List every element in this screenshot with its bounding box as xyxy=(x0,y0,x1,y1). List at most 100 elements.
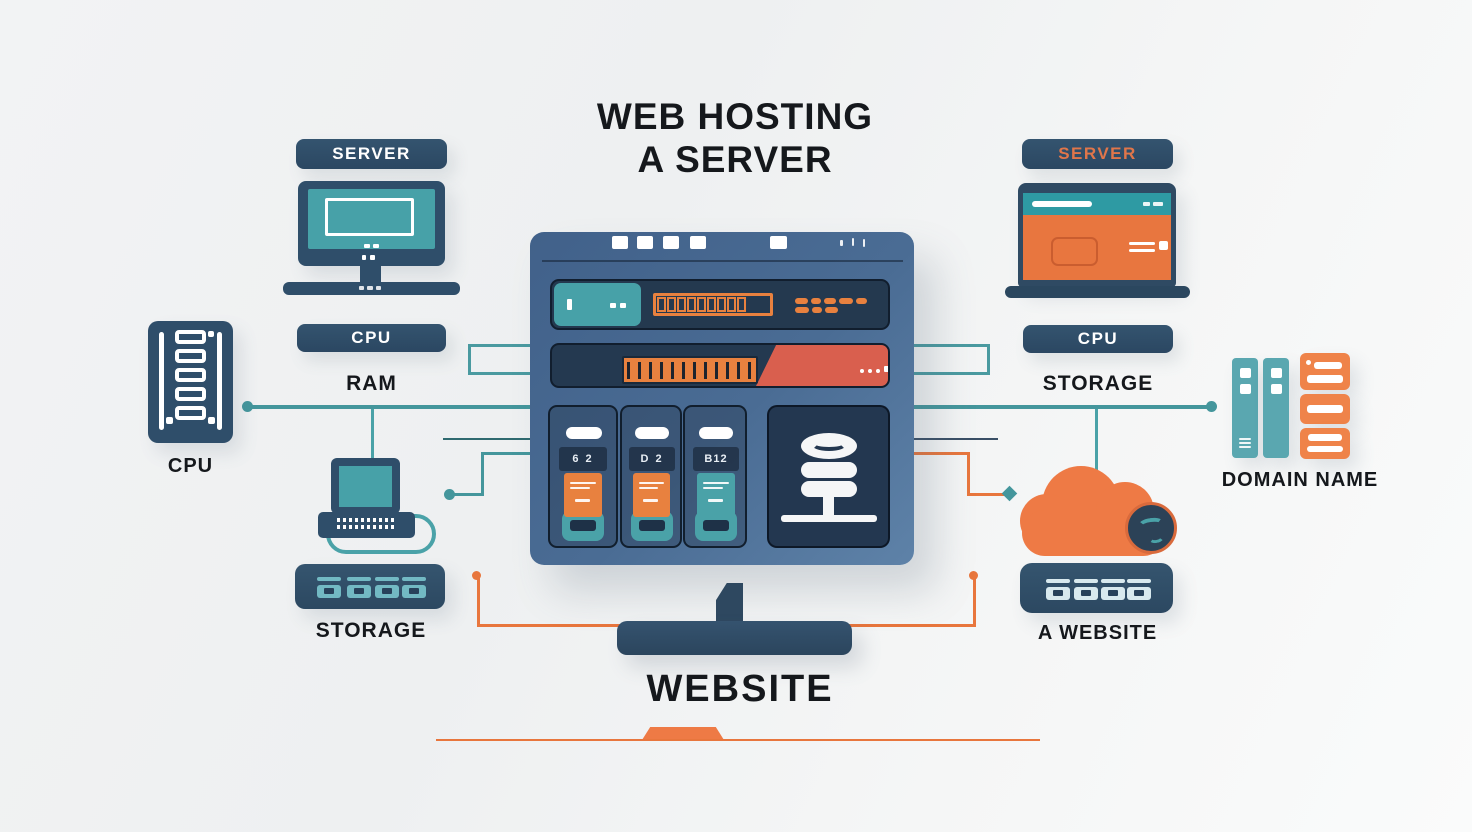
teal-panel-mark xyxy=(567,299,572,310)
drive-slot xyxy=(1081,590,1091,596)
chassis-serial-mark xyxy=(863,239,865,247)
orange-bus-right-dot xyxy=(969,571,978,580)
laptop-deck xyxy=(318,512,415,538)
storage-label-right: STORAGE xyxy=(1042,372,1154,395)
tower-led xyxy=(1240,368,1251,378)
database-panel xyxy=(767,405,890,548)
pin xyxy=(825,306,838,313)
tower-vents xyxy=(1239,446,1251,448)
connector-elbow-right-h1 xyxy=(908,452,970,455)
monitor-icon xyxy=(283,181,463,296)
monitor-screen-mark xyxy=(364,244,370,248)
monitor-frame xyxy=(298,181,445,266)
ram-label: RAM xyxy=(346,372,397,395)
ram-cell xyxy=(657,297,666,312)
connector-bracket-left xyxy=(468,344,538,375)
rack-dot xyxy=(208,417,215,424)
drive-bar xyxy=(317,577,341,581)
chassis-vent xyxy=(612,236,628,249)
red-block-dot xyxy=(868,369,872,373)
pin xyxy=(839,297,853,304)
cloud-icon xyxy=(1020,466,1177,561)
tower-vents xyxy=(1239,438,1251,440)
a-website-label: A WEBSITE xyxy=(1037,622,1158,644)
connector-elbow-left-v xyxy=(481,452,484,496)
teal-panel-mark xyxy=(610,303,616,308)
stack-unit xyxy=(1300,428,1350,459)
module-body-line xyxy=(575,499,590,502)
server-stack-icon xyxy=(1300,353,1350,459)
module-glyph-plate xyxy=(559,447,607,471)
drive-module: 6 2 xyxy=(548,405,618,548)
module-handle xyxy=(699,427,733,439)
drive-bar xyxy=(1127,579,1151,583)
drive-module: B12 xyxy=(683,405,747,548)
db-stand-stem xyxy=(823,497,834,516)
rack-slot xyxy=(175,387,206,401)
module-glyph-plate xyxy=(629,447,675,471)
db-disc-top-arc xyxy=(811,437,847,451)
db-disc-band xyxy=(801,481,857,497)
module-body-line xyxy=(708,499,723,502)
ram-cell xyxy=(727,297,736,312)
ram-cell xyxy=(667,297,676,312)
module-body-line xyxy=(703,482,729,484)
right-server-badge: SERVER xyxy=(1022,139,1173,169)
module-glyph: D 2 xyxy=(640,453,664,465)
body-outline-card xyxy=(1051,237,1098,266)
stack-bar xyxy=(1307,446,1343,452)
pedestal-bar xyxy=(617,621,852,655)
cpu-rack-icon xyxy=(148,321,233,443)
right-cpu-badge-label: CPU xyxy=(1077,329,1119,348)
rack-cpu-label: CPU xyxy=(167,455,214,477)
header-mark xyxy=(1143,202,1150,206)
monitor-screen-mark xyxy=(373,244,379,248)
drive-bar xyxy=(402,577,426,581)
connector-elbow-right-h2 xyxy=(967,493,1007,496)
module-body-line xyxy=(703,487,723,489)
laptop-keyboard-texture xyxy=(337,525,395,529)
ram-cell xyxy=(697,297,706,312)
stack-bar xyxy=(1314,362,1342,369)
connector-laptop-vline xyxy=(371,409,374,462)
teal-panel-mark xyxy=(620,303,626,308)
hosting-panel-header xyxy=(1023,193,1171,215)
ram-cell xyxy=(737,297,746,312)
module-body-line xyxy=(639,487,658,489)
module-body-line xyxy=(639,482,664,484)
db-disc-band xyxy=(801,462,857,478)
chassis-divider xyxy=(542,260,903,262)
module-handle xyxy=(635,427,669,439)
tower-led xyxy=(1271,384,1282,394)
hosting-panel-body xyxy=(1023,215,1171,280)
chassis-serial-mark xyxy=(852,238,854,246)
drive-slot xyxy=(324,588,334,594)
hosting-panel-frame xyxy=(1018,183,1176,287)
left-server-badge-label: SERVER xyxy=(332,144,411,163)
tower xyxy=(1263,358,1289,458)
drive-slot xyxy=(354,588,364,594)
website-label: WEBSITE xyxy=(646,668,834,710)
module-body xyxy=(697,473,735,517)
ram-module-small xyxy=(653,293,773,316)
chassis-vent xyxy=(690,236,706,249)
module-handle xyxy=(566,427,602,439)
connector-elbow-right-v xyxy=(967,452,970,496)
orange-bus-left-v xyxy=(477,576,480,627)
connector-elbow-left-h2 xyxy=(452,493,484,496)
body-dot xyxy=(1159,241,1168,250)
storage-label-left: STORAGE xyxy=(315,619,427,642)
rack-dot xyxy=(208,331,214,337)
rack-slot xyxy=(175,406,206,420)
laptop-lid xyxy=(331,458,400,514)
monitor-base-mark xyxy=(359,286,364,290)
pin xyxy=(824,297,836,304)
domain-name-label: DOMAIN NAME xyxy=(1221,469,1379,491)
left-server-badge: SERVER xyxy=(296,139,447,169)
website-drives-badge xyxy=(1020,563,1173,613)
module-glyph-plate xyxy=(693,447,739,471)
module-tray-slot xyxy=(703,520,729,531)
red-block-tab xyxy=(884,366,888,372)
connector-cloud-vline xyxy=(1095,409,1098,477)
page-title: WEB HOSTING A SERVER xyxy=(455,96,1015,181)
